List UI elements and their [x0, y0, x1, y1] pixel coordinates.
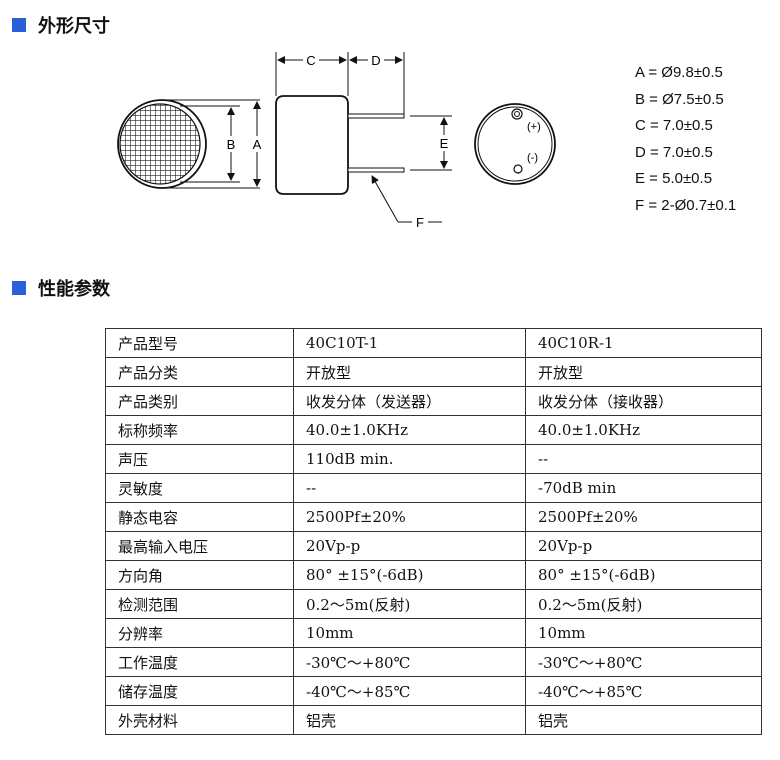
spec-value-receiver-cell: 80° ±15°(-6dB) [525, 560, 762, 590]
spec-value-transmitter-cell: 20Vp-p [293, 531, 526, 561]
table-row: 产品类别收发分体（发送器）收发分体（接收器） [105, 386, 762, 416]
spec-value-receiver-cell: 2500Pf±20% [525, 502, 762, 532]
section-header-dimensions: 外形尺寸 [12, 12, 110, 38]
label-e: E [440, 136, 449, 151]
spec-label-cell: 产品分类 [105, 357, 294, 387]
dimension-f: F = 2-Ø0.7±0.1 [635, 196, 737, 214]
label-c: C [306, 53, 315, 68]
rear-view: (+) (-) [474, 103, 556, 185]
spec-value-receiver-cell: 0.2～5m(反射) [525, 589, 762, 619]
label-f: F [416, 215, 424, 230]
spec-label-cell: 标称频率 [105, 415, 294, 445]
table-row: 产品分类开放型开放型 [105, 357, 762, 387]
spec-label-cell: 灵敏度 [105, 473, 294, 503]
spec-value-receiver-cell: -40℃～+85℃ [525, 676, 762, 706]
spec-label-cell: 检测范围 [105, 589, 294, 619]
table-row: 外壳材料铝壳铝壳 [105, 705, 762, 735]
label-a: A [253, 137, 262, 152]
spec-value-receiver-cell: 收发分体（接收器） [525, 386, 762, 416]
spec-label-cell: 产品类别 [105, 386, 294, 416]
spec-value-transmitter-cell: 40C10T-1 [293, 328, 526, 358]
blue-square-icon [12, 18, 26, 32]
side-view: C D E F [275, 52, 452, 230]
table-row: 储存温度-40℃～+85℃-40℃～+85℃ [105, 676, 762, 706]
label-plus: (+) [527, 121, 541, 133]
section-header-performance: 性能参数 [12, 275, 110, 301]
blue-square-icon [12, 281, 26, 295]
label-d: D [371, 53, 380, 68]
spec-value-receiver-cell: 开放型 [525, 357, 762, 387]
spec-label-cell: 最高输入电压 [105, 531, 294, 561]
spec-value-transmitter-cell: -40℃～+85℃ [293, 676, 526, 706]
table-row: 工作温度-30℃～+80℃-30℃～+80℃ [105, 647, 762, 677]
label-b: B [227, 137, 236, 152]
spec-value-receiver-cell: -70dB min [525, 473, 762, 503]
spec-label-cell: 外壳材料 [105, 705, 294, 735]
spec-label-cell: 工作温度 [105, 647, 294, 677]
spec-value-receiver-cell: 20Vp-p [525, 531, 762, 561]
dimension-drawing: B A C D E F (+) (-) [117, 52, 556, 230]
table-row: 灵敏度---70dB min [105, 473, 762, 503]
section-title-dimensions: 外形尺寸 [38, 16, 110, 37]
dimension-e: E = 5.0±0.5 [635, 170, 713, 187]
spec-label-cell: 声压 [105, 444, 294, 474]
spec-label-cell: 方向角 [105, 560, 294, 590]
label-minus: (-) [527, 152, 538, 164]
spec-value-receiver-cell: -- [525, 444, 762, 474]
spec-value-transmitter-cell: 40.0±1.0KHz [293, 415, 526, 445]
dimension-c: C = 7.0±0.5 [635, 117, 713, 134]
spec-value-receiver-cell: 40C10R-1 [525, 328, 762, 358]
spec-value-transmitter-cell: 开放型 [293, 357, 526, 387]
spec-value-transmitter-cell: 铝壳 [293, 705, 526, 735]
spec-value-transmitter-cell: 收发分体（发送器） [293, 386, 526, 416]
spec-value-transmitter-cell: 10mm [293, 618, 526, 648]
dimension-list: A = Ø9.8±0.5 B = Ø7.5±0.5 C = 7.0±0.5 D … [635, 60, 736, 219]
spec-value-transmitter-cell: 80° ±15°(-6dB) [293, 560, 526, 590]
spec-label-cell: 储存温度 [105, 676, 294, 706]
dimension-b: B = Ø7.5±0.5 [635, 90, 724, 108]
section-title-performance: 性能参数 [38, 279, 110, 300]
spec-label-cell: 产品型号 [105, 328, 294, 358]
spec-value-receiver-cell: 铝壳 [525, 705, 762, 735]
spec-value-transmitter-cell: 2500Pf±20% [293, 502, 526, 532]
spec-value-receiver-cell: -30℃～+80℃ [525, 647, 762, 677]
spec-value-receiver-cell: 10mm [525, 618, 762, 648]
dimension-a: A = Ø9.8±0.5 [635, 64, 723, 81]
spec-label-cell: 分辨率 [105, 618, 294, 648]
spec-value-transmitter-cell: 110dB min. [293, 444, 526, 474]
spec-value-receiver-cell: 40.0±1.0KHz [525, 415, 762, 445]
spec-label-cell: 静态电容 [105, 502, 294, 532]
dimension-d: D = 7.0±0.5 [635, 143, 713, 161]
spec-value-transmitter-cell: -- [293, 473, 526, 503]
spec-value-transmitter-cell: -30℃～+80℃ [293, 647, 526, 677]
front-view: B A [117, 99, 264, 189]
spec-value-transmitter-cell: 0.2～5m(反射) [293, 589, 526, 619]
